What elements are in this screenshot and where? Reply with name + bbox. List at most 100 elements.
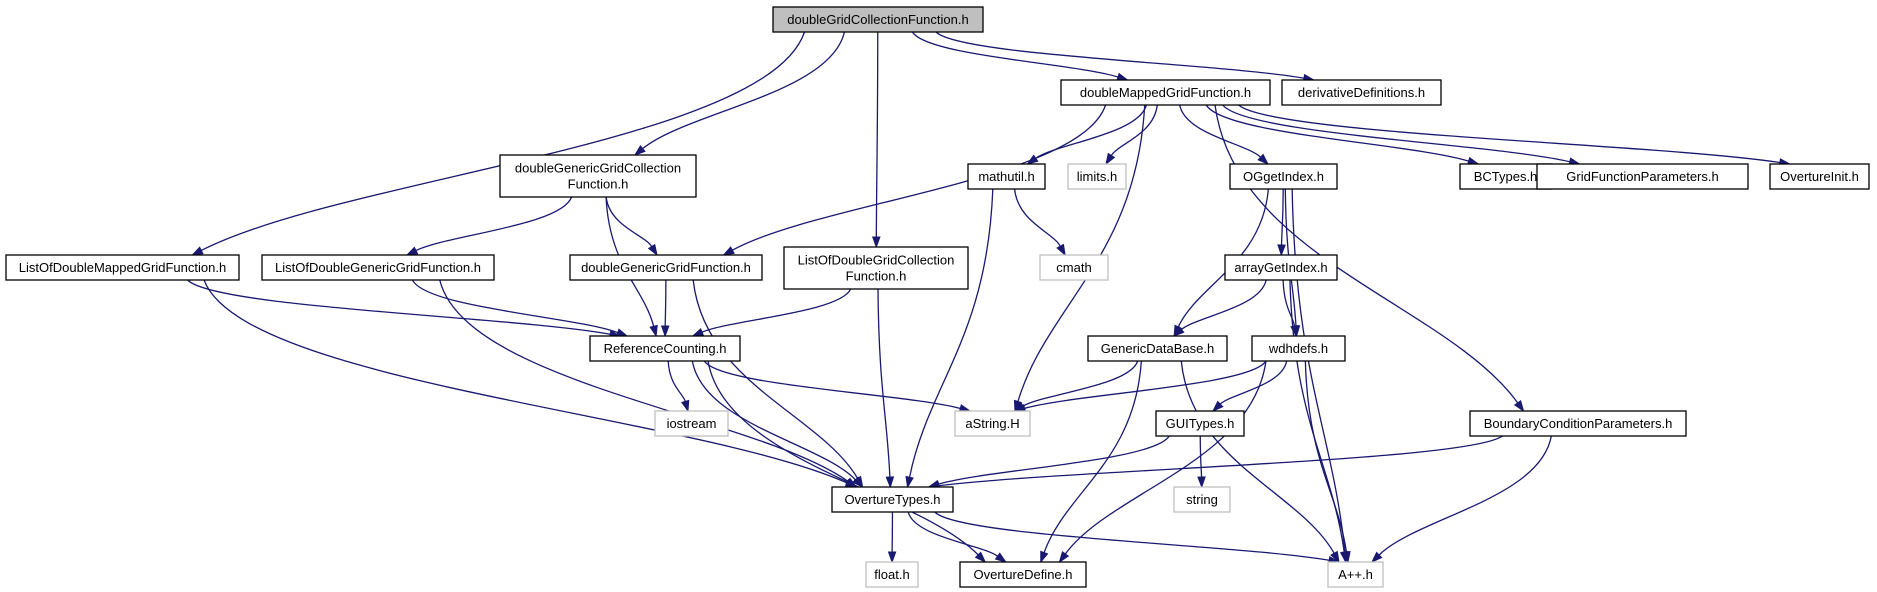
node-referencecounting-h[interactable]: ReferenceCounting.h — [589, 335, 741, 362]
node-label: derivativeDefinitions.h — [1298, 85, 1425, 100]
arrowhead — [1058, 550, 1070, 564]
node-label: OvertureDefine.h — [974, 567, 1073, 582]
edge-line — [911, 31, 1119, 78]
edge-line — [1219, 360, 1288, 405]
node-oggetindex-h[interactable]: OGgetIndex.h — [1229, 163, 1338, 190]
node-listofdoublemappedgridfunction-h[interactable]: ListOfDoubleMappedGridFunction.h — [5, 254, 240, 281]
arrowhead — [649, 324, 658, 338]
node-box — [1067, 163, 1127, 190]
edge-line — [707, 360, 979, 556]
edge-line — [642, 31, 846, 150]
node-label: GenericDataBase.h — [1101, 341, 1214, 356]
node-box — [1281, 79, 1442, 106]
node-astring-h: aString.H — [954, 410, 1031, 437]
node-cmath: cmath — [1039, 254, 1109, 281]
arrowhead — [191, 246, 204, 256]
edge-guitypes-h-to-string — [1197, 435, 1206, 489]
edge-doublegridcollectionfunction-h-to-doublegenericgridcollectionfunction-h — [633, 31, 846, 156]
node-box — [772, 6, 984, 33]
arrowhead — [994, 552, 1007, 563]
node-arraygetindex-h[interactable]: arrayGetIndex.h — [1224, 254, 1338, 281]
node-wdhdefs-h[interactable]: wdhdefs.h — [1251, 335, 1346, 362]
edge-line — [667, 360, 686, 402]
node-label: BoundaryConditionParameters.h — [1484, 416, 1673, 431]
node-box — [1229, 163, 1338, 190]
arrowhead — [1342, 550, 1351, 564]
edge-line — [1024, 360, 1267, 409]
node-box — [967, 163, 1046, 190]
edge-listofdoublegridcollectionfunction-h-to-overturetypes-h — [877, 288, 895, 489]
node-box — [1155, 410, 1245, 437]
edge-line — [1199, 435, 1203, 478]
arrowhead — [1056, 243, 1066, 257]
edge-line — [1280, 188, 1284, 246]
edge-overturetypes-h-to-float-h — [887, 511, 897, 564]
edge-mathutil-h-to-cmath — [1013, 188, 1066, 257]
edge-doublegridcollectionfunction-h-to-doublemappedgridfunction-h — [911, 31, 1129, 81]
edge-wdhdefs-h-to-a-h — [1304, 360, 1351, 564]
edge-listofdoublemappedgridfunction-h-to-overturetypes-h — [203, 279, 858, 488]
edge-oggetindex-h-to-arraygetindex-h — [1277, 188, 1286, 257]
node-box — [954, 410, 1031, 437]
edge-overturetypes-h-to-overturedefine-h — [907, 511, 1007, 563]
node-limits-h: limits.h — [1067, 163, 1127, 190]
edge-referencecounting-h-to-iostream — [667, 360, 690, 413]
edge-doublemappedgridfunction-h-to-gridfunctionparameters-h — [1222, 104, 1581, 166]
node-overtureinit-h[interactable]: OvertureInit.h — [1769, 163, 1870, 190]
node-doublegenericgridfunction-h[interactable]: doubleGenericGridFunction.h — [569, 254, 763, 281]
edge-line — [701, 288, 852, 333]
edge-line — [1035, 104, 1148, 159]
node-mathutil-h[interactable]: mathutil.h — [967, 163, 1046, 190]
edge-referencecounting-h-to-astring-h — [703, 360, 972, 413]
edge-line — [1282, 279, 1296, 327]
edge-doublemappedgridfunction-h-to-oggetindex-h — [1179, 104, 1270, 166]
arrowhead — [691, 327, 705, 337]
node-genericdatabase-h[interactable]: GenericDataBase.h — [1087, 335, 1228, 362]
arrowhead — [1370, 551, 1383, 564]
edge-doublegridcollectionfunction-h-to-listofdoublemappedgridfunction-h — [191, 31, 806, 256]
edge-referencecounting-h-to-overturedefine-h — [707, 360, 987, 564]
arrowhead — [1513, 399, 1525, 413]
node-label: iostream — [667, 416, 717, 431]
edge-mathutil-h-to-overturetypes-h — [905, 188, 994, 489]
node-listofdoublegenericgridfunction-h[interactable]: ListOfDoubleGenericGridFunction.h — [261, 254, 495, 281]
edge-wdhdefs-h-to-astring-h — [1013, 360, 1267, 413]
node-guitypes-h[interactable]: GUITypes.h — [1155, 410, 1245, 437]
edge-line — [1013, 188, 1061, 247]
node-label: GUITypes.h — [1166, 416, 1235, 431]
edge-line — [1205, 104, 1469, 162]
node-gridfunctionparameters-h[interactable]: GridFunctionParameters.h — [1536, 163, 1749, 190]
edge-line — [938, 435, 1503, 487]
edge-line — [1238, 104, 1781, 164]
edge-line — [908, 188, 994, 478]
node-label: GridFunctionParameters.h — [1566, 169, 1718, 184]
edge-wdhdefs-h-to-overturedefine-h — [1058, 360, 1267, 564]
edge-line — [605, 196, 653, 247]
node-overturetypes-h[interactable]: OvertureTypes.h — [831, 486, 954, 513]
node-bctypes-h[interactable]: BCTypes.h — [1459, 163, 1552, 190]
node-label: OvertureTypes.h — [844, 492, 940, 507]
node-label: OvertureInit.h — [1780, 169, 1859, 184]
arrowhead — [680, 399, 690, 413]
node-overturedefine-h[interactable]: OvertureDefine.h — [959, 561, 1087, 588]
arrowhead — [722, 246, 735, 256]
edge-line — [692, 279, 859, 479]
node-boundaryconditionparameters-h[interactable]: BoundaryConditionParameters.h — [1469, 410, 1687, 437]
node-doublemappedgridfunction-h[interactable]: doubleMappedGridFunction.h — [1060, 79, 1271, 106]
node-doublegridcollectionfunction-h[interactable]: doubleGridCollectionFunction.h — [772, 6, 984, 33]
node-label: mathutil.h — [978, 169, 1034, 184]
node-a-h: A++.h — [1327, 561, 1384, 588]
node-box — [499, 154, 697, 198]
edge-line — [732, 104, 1107, 251]
arrowhead — [1257, 153, 1270, 166]
node-derivativedefinitions-h[interactable]: derivativeDefinitions.h — [1281, 79, 1442, 106]
node-label: ReferenceCounting.h — [604, 341, 727, 356]
edge-genericdatabase-h-to-overturedefine-h — [1040, 360, 1143, 564]
node-box — [1224, 254, 1338, 281]
edge-line — [1043, 360, 1143, 553]
edge-line — [415, 196, 573, 252]
node-box — [1536, 163, 1749, 190]
